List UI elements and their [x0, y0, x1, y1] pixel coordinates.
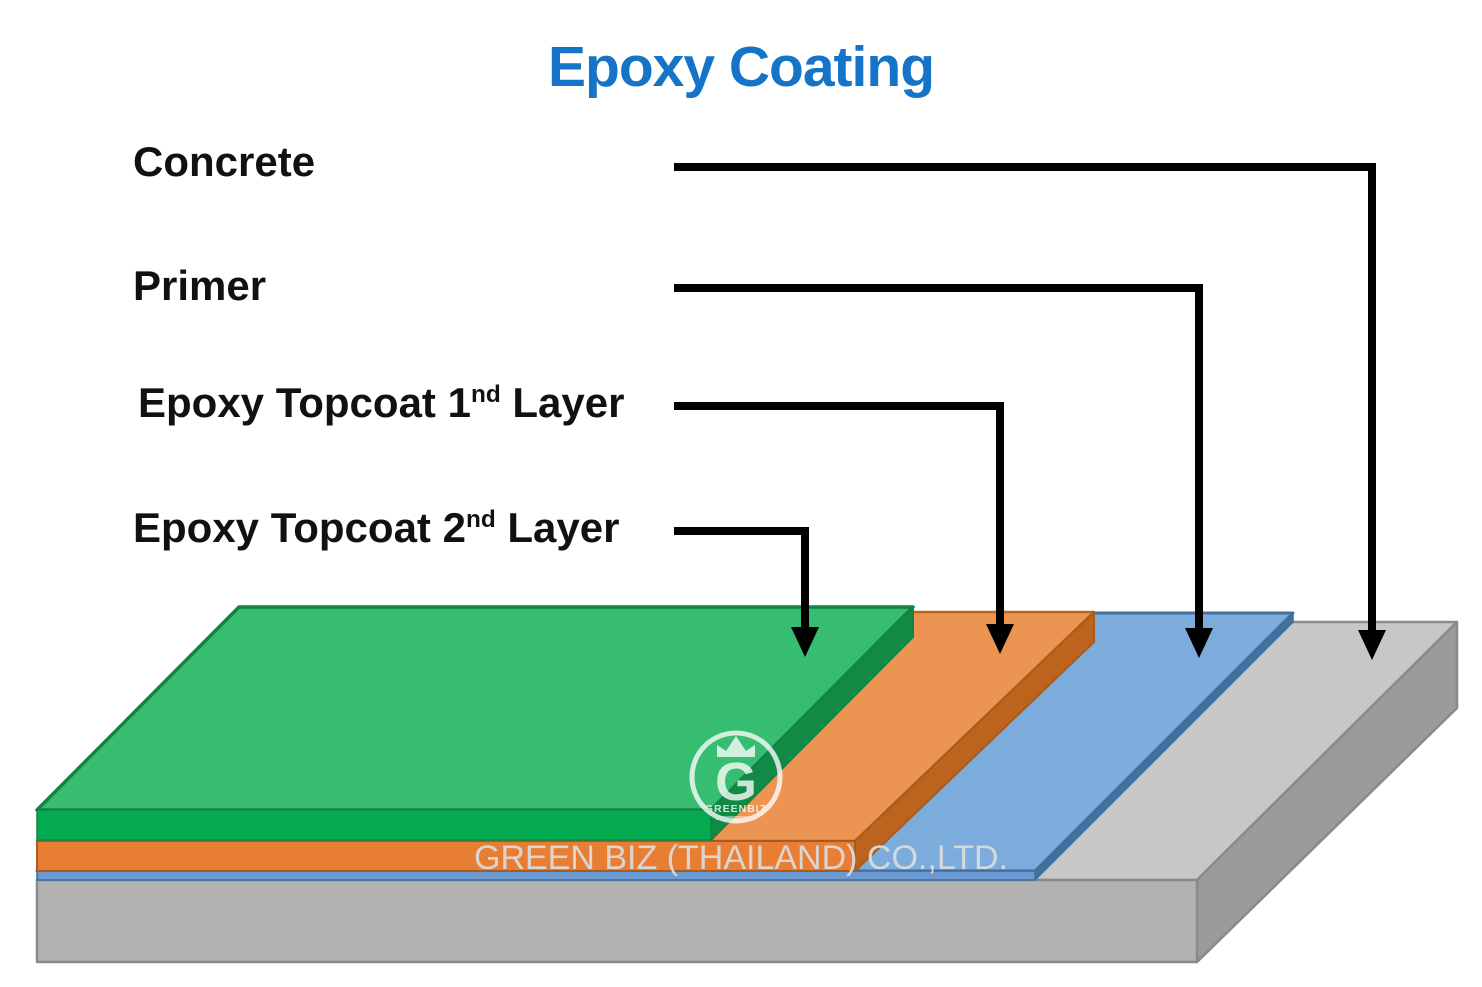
crown-icon [717, 736, 755, 757]
arrowhead-concrete-icon [1358, 630, 1386, 660]
label-topcoat1-text: Epoxy Topcoat 1 [138, 379, 471, 426]
leader-line-concrete [674, 163, 1376, 634]
watermark-logo-ring [689, 730, 783, 824]
leader-line-topcoat1 [674, 402, 1004, 627]
label-primer-text: Primer [133, 262, 267, 309]
arrowhead-primer-icon [1185, 628, 1213, 658]
page-title: Epoxy Coating [547, 35, 935, 99]
watermark-logo-letter: G [715, 752, 757, 812]
watermark-logo-text: GREENBIZ [705, 803, 767, 815]
concrete-front-face [35, 878, 1199, 964]
leader-lines [674, 163, 1386, 660]
watermark: G GREENBIZ GREEN BIZ (THAILAND) CO.,LTD. [474, 730, 1008, 877]
label-epoxy-topcoat-1: Epoxy Topcoat 1nd Layer [138, 379, 625, 426]
label-concrete: Concrete [133, 138, 316, 185]
label-epoxy-topcoat-2: Epoxy Topcoat 2nd Layer [133, 504, 620, 551]
label-primer: Primer [133, 262, 267, 309]
leader-line-primer [674, 284, 1203, 632]
leader-line-topcoat2 [674, 527, 809, 630]
watermark-logo-subtext-bar [716, 816, 756, 820]
arrowhead-topcoat1-icon [986, 624, 1014, 654]
label-concrete-text: Concrete [133, 138, 316, 185]
arrowhead-topcoat2-icon [791, 627, 819, 657]
watermark-company-text: GREEN BIZ (THAILAND) CO.,LTD. [474, 839, 1008, 877]
topcoat2-front-face [36, 809, 712, 841]
label-topcoat2-text: Epoxy Topcoat 2 [133, 504, 466, 551]
topcoat1-front-face [36, 840, 856, 872]
